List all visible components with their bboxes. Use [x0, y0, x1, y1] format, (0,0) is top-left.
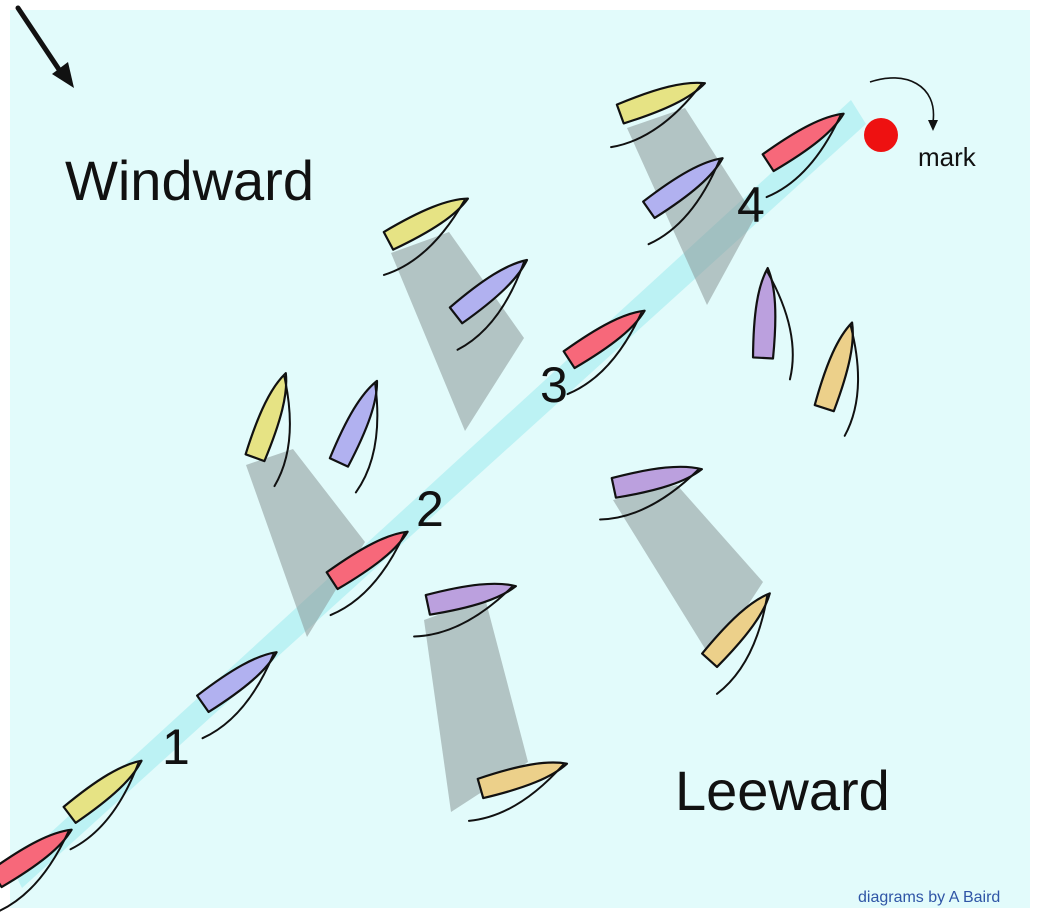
boat-yellow — [382, 188, 474, 276]
boat-yellow — [62, 751, 150, 851]
wind-shadow — [627, 108, 755, 305]
wind-shadow — [391, 232, 524, 431]
position-label-1: 1 — [162, 719, 190, 775]
position-label-3: 3 — [540, 357, 568, 413]
boat-orange — [700, 585, 779, 695]
credit-text: diagrams by A Baird — [858, 889, 1000, 906]
boat-yellow — [243, 368, 297, 488]
boat-blue — [328, 375, 388, 494]
position-label-2: 2 — [416, 481, 444, 537]
windward-label: Windward — [65, 149, 314, 212]
wind-shadows — [246, 108, 763, 812]
wind-arrow-icon — [15, 5, 74, 88]
boat-blue — [641, 148, 730, 246]
boat-purple — [751, 266, 794, 381]
boat-yellow — [610, 72, 710, 149]
boat-red — [562, 300, 652, 396]
boat-red — [0, 819, 79, 915]
boat-orange — [813, 318, 864, 437]
boats — [0, 72, 864, 915]
position-label-4: 4 — [737, 177, 765, 233]
boat-purple — [599, 457, 706, 521]
wind-shadow — [424, 598, 528, 812]
mark-buoy-icon — [864, 118, 898, 152]
rounding-arrow-icon — [869, 77, 938, 131]
wind-shadow — [246, 449, 365, 637]
mark-label: mark — [918, 142, 977, 172]
boat-orange — [467, 752, 572, 822]
boat-blue — [448, 250, 535, 351]
wind-shadow — [613, 485, 763, 660]
boat-blue — [195, 642, 284, 740]
boat-purple — [413, 574, 520, 638]
boat-red — [761, 103, 851, 199]
leeward-label: Leeward — [675, 759, 890, 822]
boat-red — [325, 521, 415, 617]
